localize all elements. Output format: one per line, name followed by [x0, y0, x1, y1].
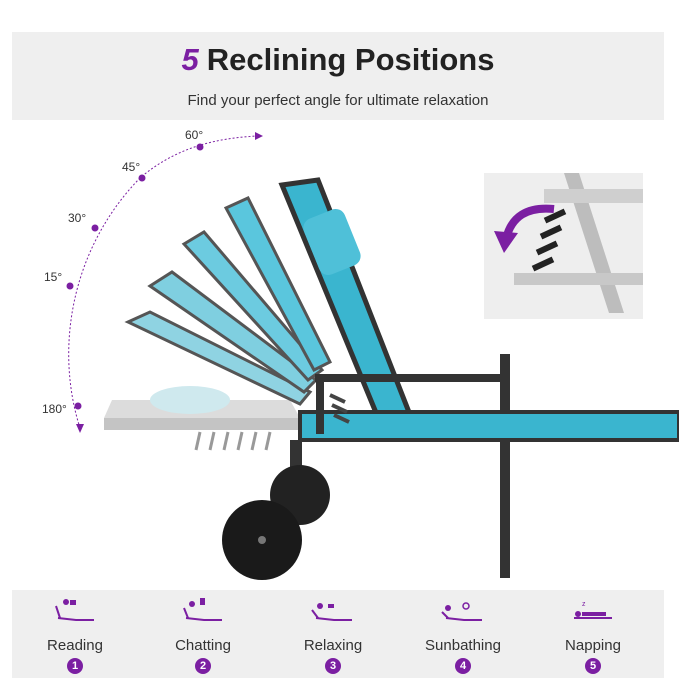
ghost-backrest-60 [223, 196, 333, 372]
relaxing-icon [311, 603, 352, 621]
reading-icon [55, 599, 94, 621]
ratchet [329, 393, 350, 424]
position-sunbathing: Sunbathing 4 [398, 590, 528, 678]
angle-dot-180 [74, 402, 82, 410]
position-number: 2 [195, 658, 211, 674]
ghost-backrests [104, 196, 333, 451]
angle-label-45: 45° [122, 160, 140, 174]
position-reading: Reading 1 [10, 590, 140, 678]
inset-frame-bottom [514, 273, 643, 285]
title-number: 5 [181, 42, 199, 77]
main-headrest-pillow [303, 208, 361, 276]
ratchet-detail-drawing [494, 173, 643, 313]
armrest-front-post [500, 354, 510, 414]
position-number: 1 [67, 658, 83, 674]
position-label: Napping [565, 637, 621, 654]
position-chatting: Chatting 2 [138, 590, 268, 678]
positions-strip: Reading 1 Chatting 2 Relaxing 3 Sunbathi… [12, 590, 664, 678]
angle-label-30: 30° [68, 211, 86, 225]
angle-dot-30 [91, 224, 99, 232]
position-relaxing: Relaxing 3 [268, 590, 398, 678]
page-subtitle: Find your perfect angle for ultimate rel… [187, 92, 489, 109]
arc-arrow-start [76, 424, 84, 433]
arc-arrow-end [255, 132, 263, 140]
angle-dot-45 [138, 174, 146, 182]
main-seat [298, 410, 679, 442]
armrest-back-post [316, 374, 324, 434]
ghost-pillow-flat [150, 386, 230, 414]
angle-label-60: 60° [185, 128, 203, 142]
ghost-backrest-flat [104, 418, 300, 430]
title-text: Reclining Positions [206, 42, 495, 77]
armrest-top [315, 374, 505, 382]
angle-label-15: 15° [44, 270, 62, 284]
inset-arrow-head [494, 231, 518, 253]
svg-text:z: z [582, 601, 586, 608]
position-number: 4 [455, 658, 471, 674]
position-label: Chatting [175, 637, 231, 654]
chatting-icon [183, 598, 222, 621]
main-chair [222, 177, 679, 580]
angle-dot-15 [66, 282, 74, 290]
ratchet-detail-inset [484, 173, 643, 319]
sunbathing-icon [441, 602, 482, 621]
napping-icon: z [574, 601, 612, 619]
position-label: Reading [47, 637, 103, 654]
position-napping: z Napping 5 [528, 590, 658, 678]
inset-frame-top [544, 189, 643, 203]
angle-dot-60 [196, 143, 204, 151]
position-number: 3 [325, 658, 341, 674]
position-label: Sunbathing [425, 637, 501, 654]
ghost-backrest-45 [181, 230, 325, 382]
ghost-backrest-15 [124, 310, 313, 406]
position-label: Relaxing [303, 637, 363, 654]
wheel-hub [258, 536, 266, 544]
lounge-chair-illustration: 60° 45° 30° 15° 180° [42, 128, 679, 580]
inset-ratchet-teeth [531, 208, 567, 272]
position-number: 5 [585, 658, 601, 674]
angle-label-180: 180° [42, 402, 67, 416]
front-leg [500, 440, 510, 578]
ghost-teeth [194, 431, 272, 451]
